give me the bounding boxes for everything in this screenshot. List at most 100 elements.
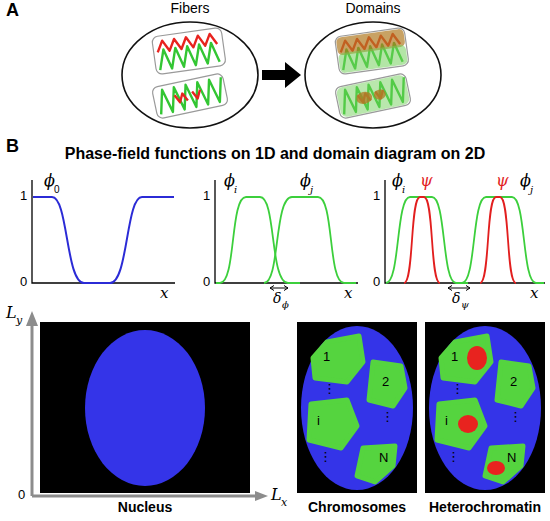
- chromosome-shape: [437, 400, 485, 448]
- ellipse-outline: [305, 22, 441, 128]
- plot-label: ψ: [496, 172, 509, 190]
- fiber-drawing: [151, 27, 228, 119]
- plot-label: ϕ: [300, 172, 311, 190]
- chromosome-number: 2: [510, 375, 517, 390]
- chromosome-shape: [497, 362, 533, 406]
- phi0-curve: [33, 197, 174, 283]
- plot-label: ψ: [420, 172, 433, 190]
- fiber-group-part: [174, 93, 187, 103]
- chromosome-domain: i: [309, 400, 357, 448]
- plot-label: ϕ: [520, 172, 531, 190]
- plot-label: i: [234, 184, 237, 196]
- ellipsis-dots: ⋮: [381, 410, 394, 425]
- fiber-group-part: [335, 27, 410, 74]
- ellipsis-dots: ⋮: [509, 410, 522, 425]
- plot-label: B: [6, 136, 19, 157]
- plot-label: x: [344, 285, 352, 302]
- chromosome-number: N: [507, 451, 516, 466]
- panel-label: Heterochromatin: [429, 499, 541, 515]
- chromosome-domain: 1: [441, 336, 491, 382]
- ellipsis-dots: ⋮: [319, 450, 332, 465]
- block-arrow: [262, 62, 301, 88]
- chromosome-domain: 1: [313, 336, 363, 382]
- plot-label: j: [530, 184, 533, 196]
- chromosome-number: 1: [323, 350, 330, 365]
- plot-label: x: [530, 285, 538, 302]
- ellipse-outline: [122, 22, 258, 128]
- fiber-group-part: [334, 73, 411, 119]
- phi-curves-part: [462, 197, 544, 283]
- panel-ground: [40, 322, 250, 493]
- fiber-group-part: [156, 77, 226, 114]
- domain-panel: Nucleus: [40, 322, 250, 521]
- fiber-group-part: [152, 27, 227, 74]
- heterochromatin-spot: [467, 346, 487, 370]
- chromosome-domain: N: [357, 446, 395, 482]
- ellipse-outline: [120, 20, 260, 130]
- domain-panel: Heterochromatin12iN⋮⋮⋮: [425, 322, 545, 521]
- plot-label: 1: [203, 189, 210, 204]
- chromosome-shape: [485, 446, 523, 482]
- plot-label: x: [281, 497, 287, 510]
- chromosome-number: i: [445, 414, 448, 429]
- plot-label: δ: [273, 290, 281, 306]
- domain-panel: Chromosomes12iN⋮⋮⋮: [297, 322, 417, 521]
- chromosome-domain: 2: [497, 362, 533, 406]
- chromosome-shape: [369, 362, 405, 406]
- panel-label: Nucleus: [118, 499, 172, 515]
- plot-label: δ: [452, 290, 460, 306]
- fiber-group-part: [156, 33, 217, 52]
- fiber-group: [335, 27, 410, 74]
- plot-label: ϕ: [224, 172, 235, 190]
- plot-axes-part: [385, 180, 545, 283]
- delta-arrows-part: [270, 286, 288, 291]
- chromosome-shape: [437, 400, 485, 448]
- panel-ground: [425, 322, 545, 493]
- plot-label: j: [310, 184, 313, 196]
- fiber-group: [151, 73, 228, 119]
- cell-ellipse: Domains: [303, 0, 443, 132]
- chromosome-shape: [441, 336, 491, 382]
- plot-label: i: [402, 184, 405, 196]
- chromosome-domain: 2: [369, 362, 405, 406]
- plot-label: ϕ: [392, 172, 403, 190]
- nucleus-ellipse: [429, 326, 541, 490]
- chromosome-shape: [309, 400, 357, 448]
- panel-ground: [40, 322, 250, 493]
- node-label: Domains: [345, 0, 400, 16]
- chromosome-shape: [313, 336, 363, 382]
- phi-curves-part: [386, 197, 468, 283]
- chromosome-number: 2: [382, 375, 389, 390]
- chromosome-shape: [309, 400, 357, 448]
- delta-arrows-part: [448, 286, 470, 291]
- chromosome-shape: [357, 446, 395, 482]
- plot-label: L: [6, 304, 17, 322]
- panel-ground: [297, 322, 417, 493]
- plot-label: L: [271, 486, 282, 504]
- plot-label: A: [6, 0, 19, 21]
- chromosome-shape: [313, 336, 363, 382]
- plot-label: 0: [54, 184, 60, 196]
- panel-label: Chromosomes: [308, 499, 406, 515]
- plot-label: 0: [18, 488, 25, 503]
- nucleus-ellipse: [301, 326, 413, 490]
- ellipsis-dots: ⋮: [447, 450, 460, 465]
- fiber-group-part: [355, 90, 373, 105]
- phi-curves: [216, 197, 544, 283]
- phi-curves-part: [216, 197, 300, 283]
- plot-label: ψ: [461, 299, 469, 311]
- chromosome-domain: N: [485, 446, 523, 482]
- domain-axes-part: [31, 326, 34, 496]
- nucleus-ellipse: [85, 330, 205, 486]
- chromosome-domain: i: [437, 400, 485, 448]
- chromosome-number: N: [379, 451, 388, 466]
- chromosome-shape: [357, 446, 395, 482]
- plot-label: 1: [20, 189, 27, 204]
- domain-axes-part: [26, 311, 38, 326]
- plot-label: ϕ: [282, 299, 289, 311]
- plot-axes-part: [32, 180, 175, 283]
- chromosome-shape: [485, 446, 523, 482]
- psi-curves: [404, 197, 516, 283]
- plot-label: 1: [373, 189, 380, 204]
